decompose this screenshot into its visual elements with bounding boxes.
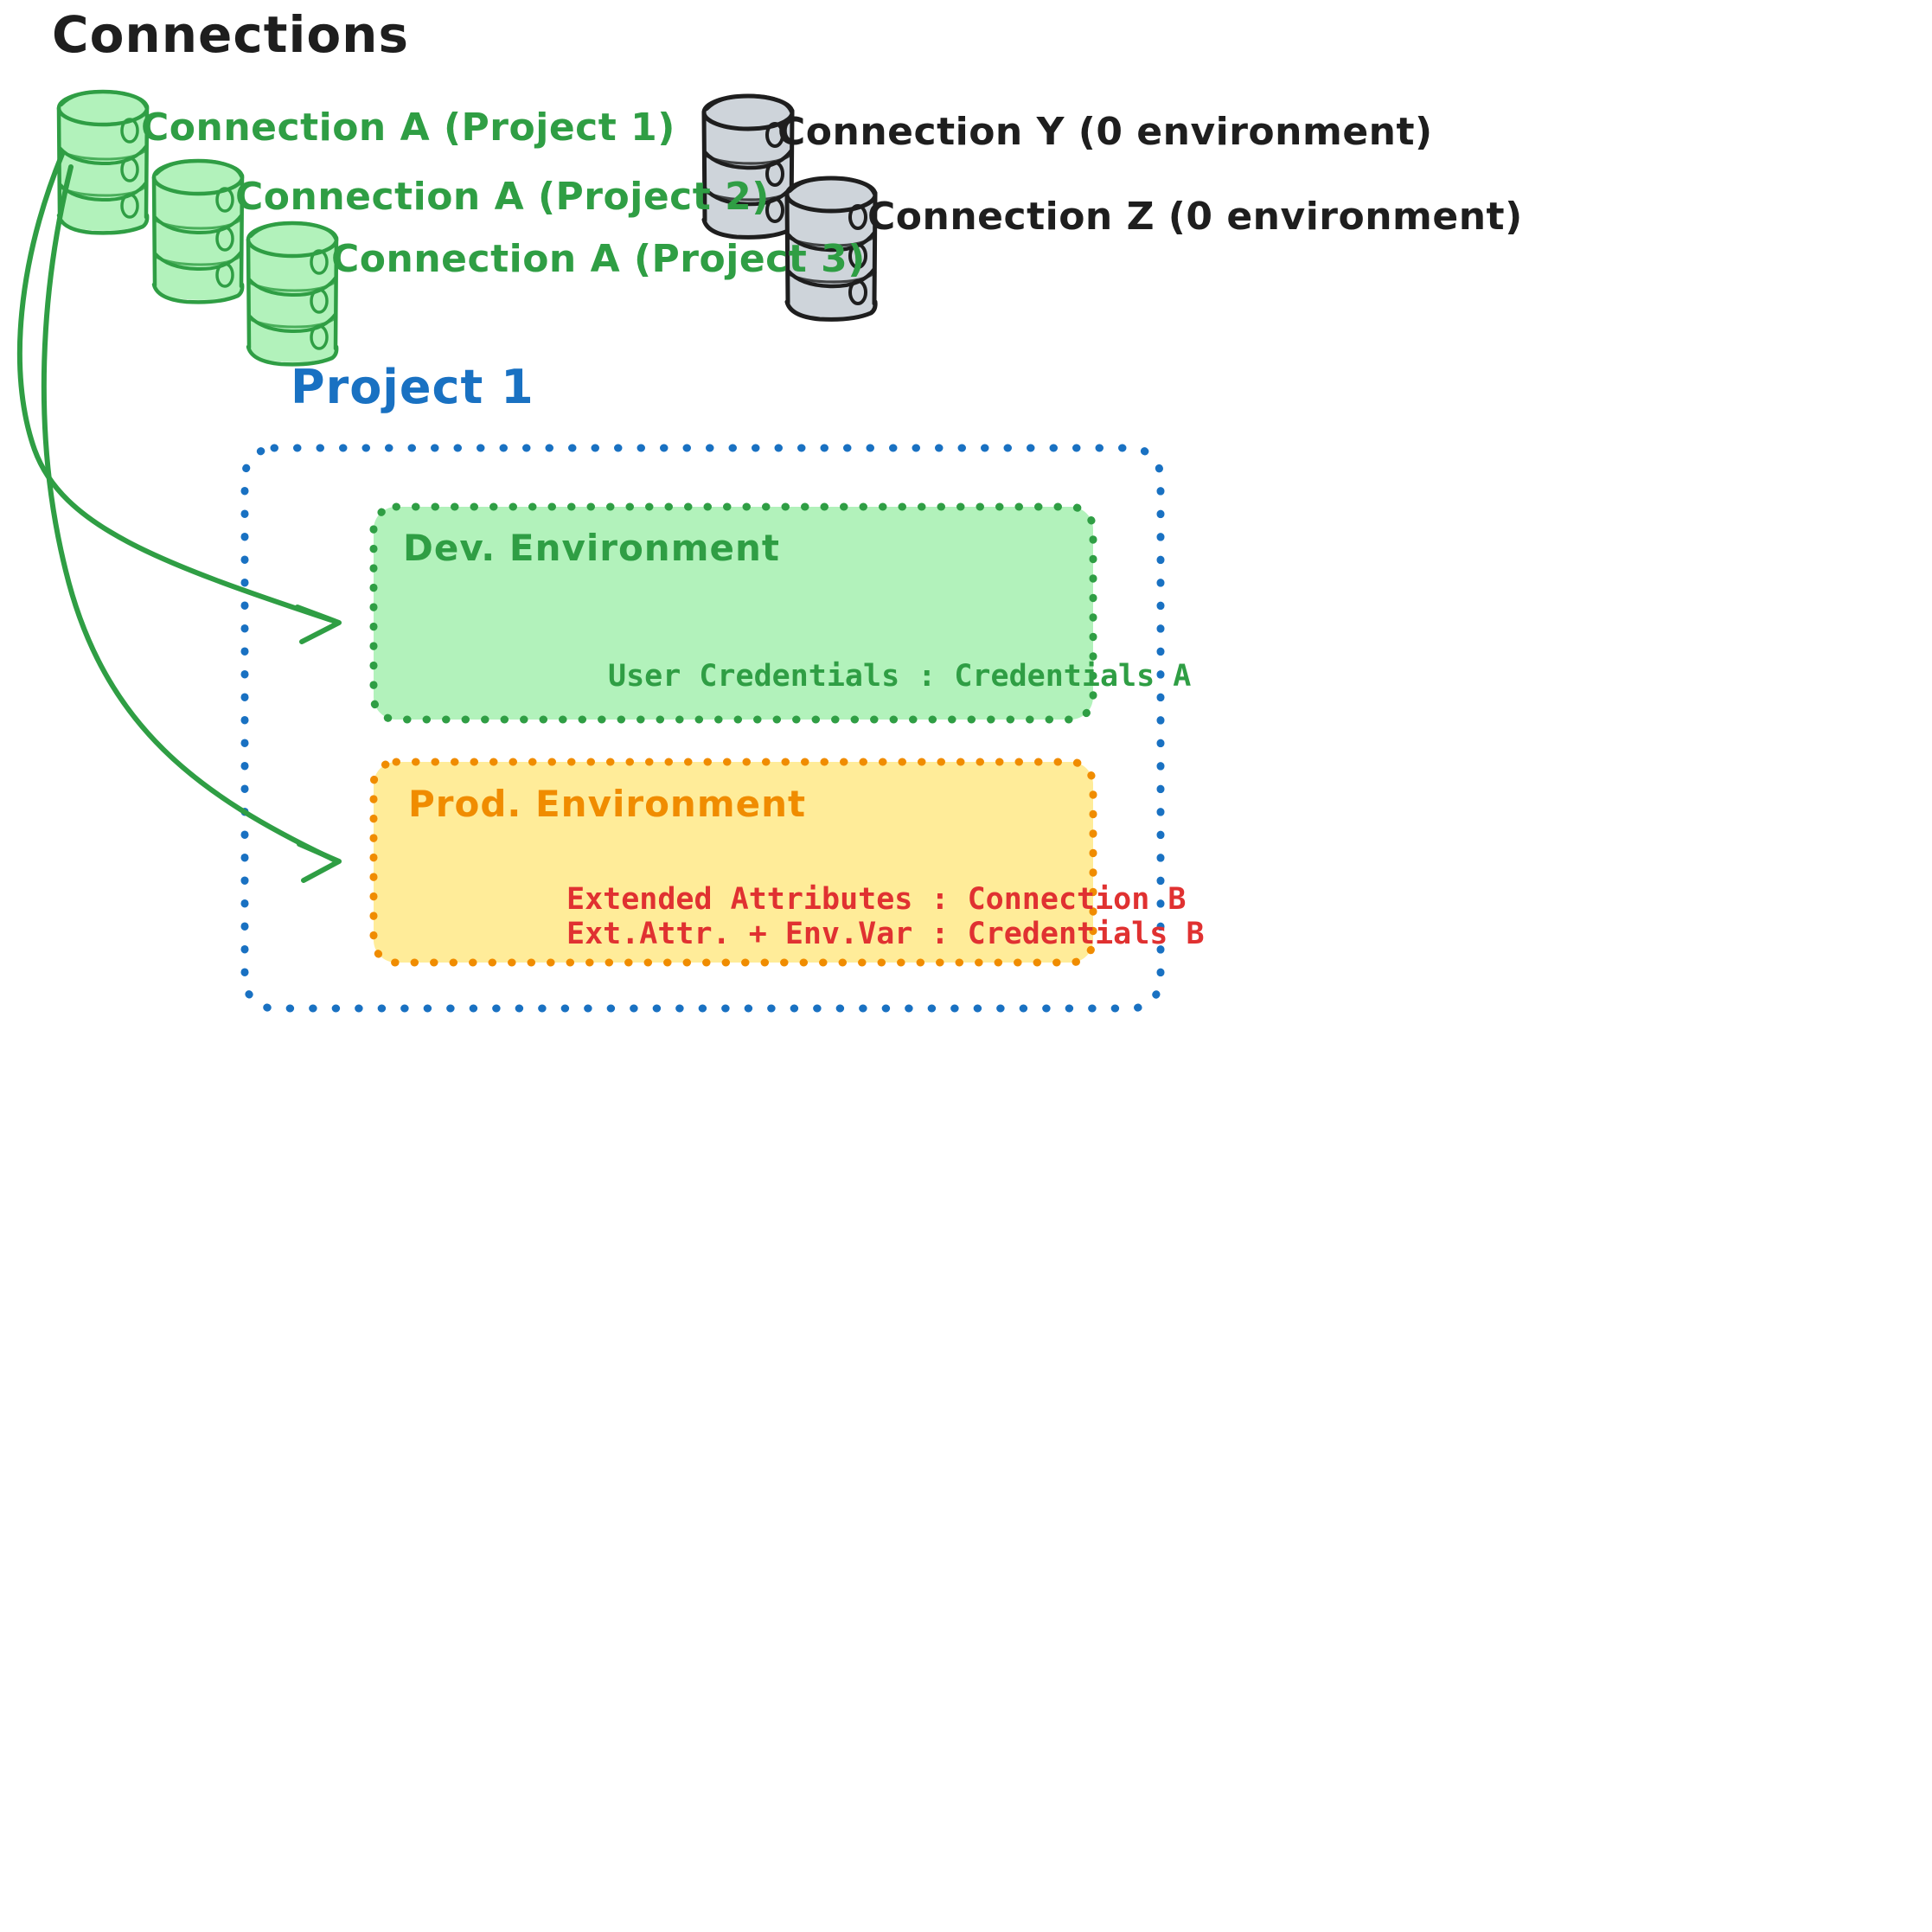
dev-environment-title: Dev. Environment bbox=[403, 527, 780, 569]
connection-label-a-project-1: Connection A (Project 1) bbox=[141, 106, 675, 150]
database-cylinder-icon-connection-a-1 bbox=[59, 92, 147, 233]
arrow-connection-a-to-prod bbox=[41, 164, 342, 883]
database-cylinder-icon-connection-a-3 bbox=[248, 223, 336, 364]
prod-environment-row-ext-attr-env-var: Ext.Attr. + Env.Var : Credentials B bbox=[566, 917, 1205, 951]
dev-environment-row-user-credentials: User Credentials : Credentials A bbox=[608, 659, 1192, 694]
project-container bbox=[240, 444, 1165, 1013]
database-cylinder-icon-connection-a-2 bbox=[154, 161, 242, 302]
project-title: Project 1 bbox=[291, 360, 534, 414]
page-title: Connections bbox=[52, 5, 409, 64]
connection-label-y: Connection Y (0 environment) bbox=[777, 110, 1433, 154]
connection-label-z: Connection Z (0 environment) bbox=[867, 195, 1523, 239]
connection-label-a-project-2: Connection A (Project 2) bbox=[235, 175, 770, 219]
arrow-connection-a-to-dev bbox=[16, 151, 342, 644]
prod-environment-title: Prod. Environment bbox=[408, 783, 807, 825]
dev-environment-box bbox=[369, 502, 1097, 724]
prod-environment-box bbox=[369, 758, 1097, 967]
prod-environment-row-extended-attributes: Extended Attributes : Connection B bbox=[566, 882, 1187, 917]
connection-label-a-project-3: Connection A (Project 3) bbox=[331, 237, 866, 281]
diagram-svg bbox=[16, 0, 1165, 1013]
